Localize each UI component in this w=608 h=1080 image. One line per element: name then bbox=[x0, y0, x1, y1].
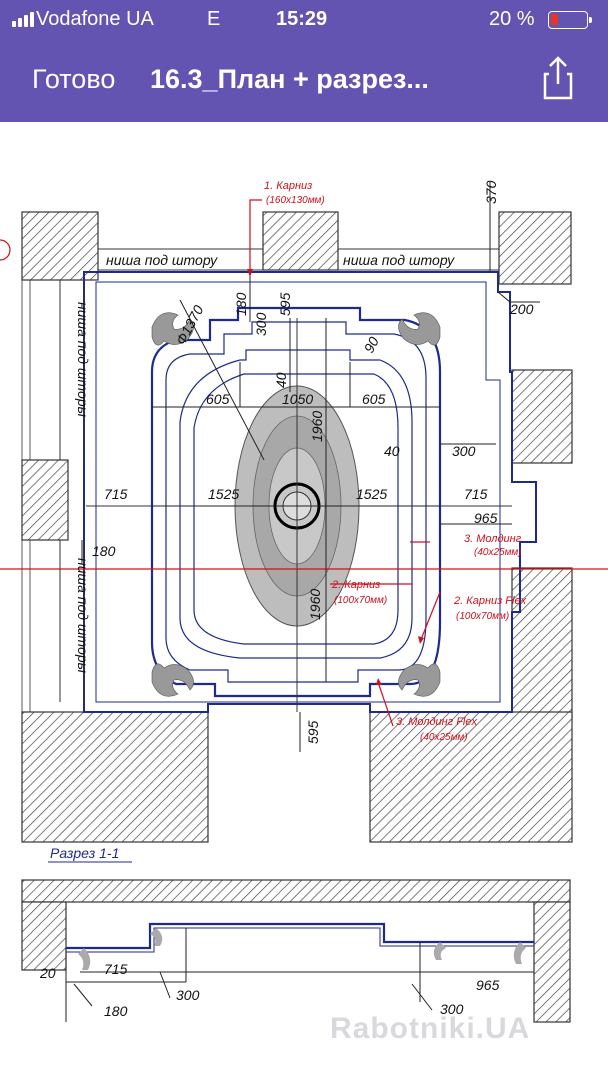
clock: 15:29 bbox=[276, 8, 328, 30]
dim-605-right: 605 bbox=[362, 391, 386, 407]
callout-cornice-2-flex-size: (100x70мм) bbox=[456, 611, 509, 622]
network-type: E bbox=[207, 8, 221, 30]
section-dim-715: 715 bbox=[104, 961, 128, 977]
carrier-name: Vodafone UA bbox=[36, 8, 154, 30]
niche-label-top-right: ниша под штору bbox=[343, 252, 455, 268]
dim-200: 200 bbox=[509, 301, 534, 317]
ceiling-outline bbox=[83, 271, 537, 713]
battery-percent: 20 % bbox=[489, 8, 535, 30]
share-icon bbox=[543, 56, 573, 100]
niche-label-left-lower: ниша под шторы bbox=[75, 558, 91, 674]
nav-bar: Готово 16.3_План + разрез... bbox=[0, 40, 608, 122]
dim-40-top: 40 bbox=[273, 372, 289, 388]
dim-595-bottom: 595 bbox=[305, 720, 321, 744]
dim-715-right: 715 bbox=[464, 486, 488, 502]
watermark: Rabotniki.UA bbox=[330, 1012, 531, 1045]
dim-1960-top: 1960 bbox=[309, 411, 325, 442]
walls bbox=[21, 211, 573, 843]
dim-40-right: 40 bbox=[384, 443, 400, 459]
dim-965: 965 bbox=[474, 510, 498, 526]
callout-cornice-1-size: (160x130мм) bbox=[266, 195, 325, 206]
done-button[interactable]: Готово bbox=[32, 64, 116, 94]
callout-molding-3-flex: 3. Молдинг Flex bbox=[396, 716, 477, 728]
corner-ornaments bbox=[151, 312, 441, 697]
dim-300-right: 300 bbox=[452, 443, 476, 459]
battery-icon bbox=[548, 11, 592, 29]
floor-plan-drawing[interactable]: ниша под штору ниша под штору ниша под ш… bbox=[0, 122, 608, 1080]
section-dim-965: 965 bbox=[476, 977, 500, 993]
document-title: 16.3_План + разрез... bbox=[150, 64, 429, 94]
dim-90: 90 bbox=[361, 334, 383, 355]
callout-cornice-2-size: (100x70мм) bbox=[334, 595, 387, 606]
callout-molding-3-size: (40x25мм) bbox=[474, 547, 522, 558]
section-title: Разрез 1-1 bbox=[50, 845, 119, 861]
share-button[interactable] bbox=[536, 54, 580, 102]
callout-molding-3: 3. Молдинг bbox=[464, 533, 522, 545]
dim-180: 180 bbox=[233, 292, 249, 316]
dim-300: 300 bbox=[253, 312, 269, 336]
dim-1525-left: 1525 bbox=[208, 486, 239, 502]
dim-370: 370 bbox=[483, 180, 499, 204]
niche-label-top-left: ниша под штору bbox=[106, 252, 218, 268]
callout-molding-3-flex-size: (40x25мм) bbox=[420, 732, 468, 743]
section-dim-300-left: 300 bbox=[176, 987, 200, 1003]
dim-1525-right: 1525 bbox=[356, 486, 387, 502]
dim-1050: 1050 bbox=[282, 391, 313, 407]
section-dim-300-right: 300 bbox=[440, 1001, 464, 1017]
dim-715-left: 715 bbox=[104, 486, 128, 502]
callout-cornice-2-flex: 2. Карниз Flex bbox=[453, 595, 527, 607]
dim-1960-bottom: 1960 bbox=[307, 589, 323, 620]
dim-180-left: 180 bbox=[92, 543, 116, 559]
dim-595-top: 595 bbox=[277, 292, 293, 316]
callout-cornice-2: 2. Карниз bbox=[331, 579, 380, 591]
section-dim-20: 20 bbox=[39, 965, 56, 981]
section-dim-180: 180 bbox=[104, 1003, 128, 1019]
dim-605-left: 605 bbox=[206, 391, 230, 407]
section-drawing: 20 715 180 300 965 300 bbox=[21, 879, 571, 1023]
niche-label-left-upper: ниша под шторы bbox=[75, 302, 91, 418]
signal-strength-icon bbox=[12, 12, 34, 27]
callout-cornice-1: 1. Карниз bbox=[264, 180, 312, 192]
status-bar: Vodafone UA E 15:29 20 % bbox=[0, 0, 608, 40]
